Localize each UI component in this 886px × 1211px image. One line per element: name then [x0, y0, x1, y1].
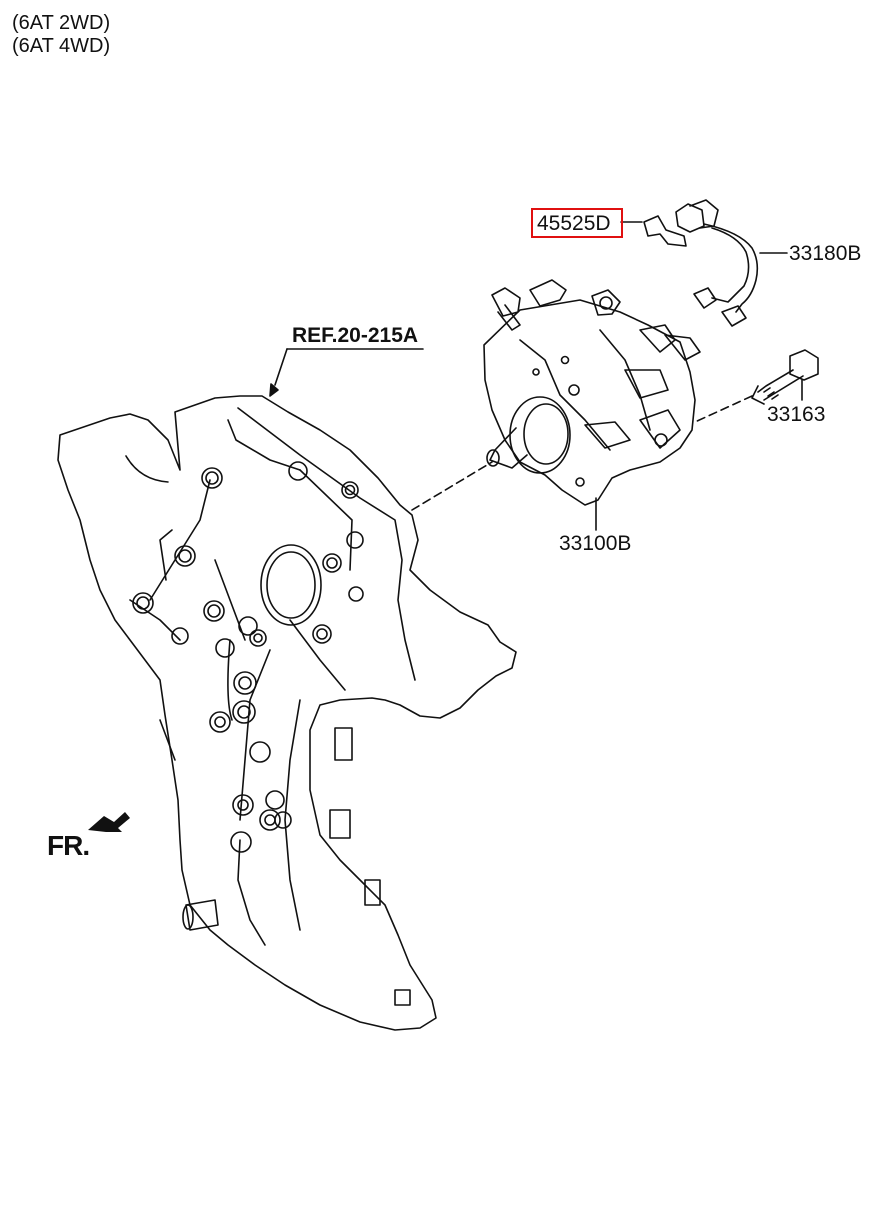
timing-cover-drawing	[57, 395, 517, 1031]
part-label-33180B[interactable]: 33180B	[789, 242, 862, 265]
sensor-harness-drawing	[643, 199, 759, 327]
variant-list: (6AT 2WD) (6AT 4WD)	[12, 12, 110, 58]
variant-4wd: (6AT 4WD)	[12, 35, 111, 57]
front-direction-arrow-icon	[88, 812, 130, 832]
ref-arrow-icon	[269, 383, 279, 397]
part-label-33100B[interactable]: 33100B	[559, 532, 632, 555]
front-direction-label: FR.	[47, 830, 90, 861]
bolt-drawing	[751, 349, 819, 405]
reference-label[interactable]: REF.20-215A	[292, 324, 419, 347]
variant-2wd: (6AT 2WD)	[12, 12, 111, 34]
bolt-axis-dashline	[694, 395, 753, 423]
part-label-45525D[interactable]: 45525D	[537, 212, 611, 235]
pump-axis-dashline	[411, 461, 493, 511]
part-label-33163[interactable]: 33163	[767, 403, 826, 426]
highlight-box-45525D	[531, 208, 623, 238]
fuel-pump-drawing	[483, 279, 701, 506]
ref-leader	[274, 348, 288, 386]
